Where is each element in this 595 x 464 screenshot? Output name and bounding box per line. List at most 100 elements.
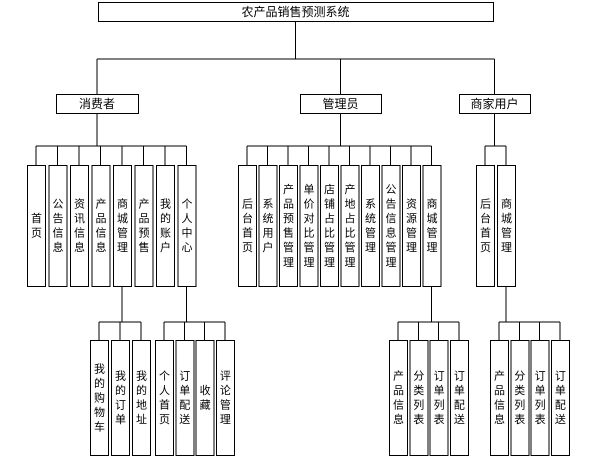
leaf-node-consumer-3-box	[91, 165, 111, 287]
sub-node-consumer-1-2: 收藏	[195, 340, 215, 456]
sub-node-merchant-0-0-label: 产品信息	[494, 369, 505, 427]
sub-node-consumer-1-3-label: 评论管理	[220, 370, 231, 427]
leaf-node-consumer-4-label: 商城管理	[117, 197, 128, 255]
diagram-nodes: 农产品销售预测系统消费者首页公告信息资讯信息产品信息商城管理产品预售我的账户个人…	[27, 2, 570, 456]
leaf-node-consumer-2-label: 资讯信息	[74, 198, 85, 255]
leaf-node-admin-7-label: 公告信息管理	[386, 183, 397, 269]
sub-node-consumer-0-0: 我的购物车	[90, 340, 109, 456]
leaf-node-consumer-6: 我的账户	[156, 165, 175, 287]
sub-node-admin-0-0-box	[389, 340, 408, 456]
leaf-node-consumer-3: 产品信息	[91, 165, 111, 287]
sub-node-consumer-0-2-label: 我的地址	[136, 370, 147, 427]
diagram-title-node-label: 农产品销售预测系统	[241, 4, 349, 19]
sub-node-merchant-0-3-label: 订单配送	[555, 370, 566, 427]
sub-node-consumer-1-1-box	[175, 340, 195, 456]
sub-node-admin-0-0: 产品信息	[389, 340, 408, 456]
leaf-node-merchant-0-box	[476, 165, 495, 287]
sub-node-consumer-0-2: 我的地址	[132, 340, 151, 456]
leaf-node-admin-7: 公告信息管理	[381, 165, 401, 287]
sub-node-consumer-0-1-label: 我的订单	[115, 370, 126, 427]
group-node-merchant-box	[459, 94, 531, 114]
sub-node-consumer-1-0-box	[155, 340, 174, 456]
leaf-node-admin-3-label: 单价对比管理	[304, 183, 315, 269]
leaf-node-consumer-5: 产品预售	[134, 165, 154, 287]
sub-node-admin-0-3: 订单配送	[449, 340, 469, 456]
leaf-node-merchant-0: 后台首页	[476, 165, 495, 287]
leaf-node-consumer-1-label: 公告信息	[53, 198, 64, 255]
leaf-node-admin-0-label: 后台首页	[242, 198, 253, 255]
leaf-node-admin-9-box	[422, 165, 442, 287]
connector-lines	[35, 21, 561, 340]
leaf-node-consumer-7: 个人中心	[177, 165, 197, 287]
leaf-node-merchant-1: 商城管理	[497, 165, 516, 287]
leaf-node-consumer-6-label: 我的账户	[160, 198, 171, 255]
leaf-node-consumer-4: 商城管理	[113, 165, 132, 287]
leaf-node-admin-4: 店铺占比管理	[320, 165, 339, 287]
leaf-node-admin-0: 后台首页	[238, 165, 257, 287]
group-node-admin-box	[300, 94, 382, 114]
group-node-consumer: 消费者	[56, 94, 139, 114]
leaf-node-admin-0-box	[238, 165, 257, 287]
leaf-node-consumer-3-label: 产品信息	[96, 197, 107, 255]
group-node-consumer-label: 消费者	[79, 97, 115, 111]
sub-node-consumer-1-2-box	[195, 340, 215, 456]
leaf-node-consumer-0-box	[27, 165, 46, 287]
leaf-node-consumer-5-label: 产品预售	[139, 197, 150, 255]
sub-node-consumer-1-1: 订单配送	[175, 340, 195, 456]
sub-node-merchant-0-0: 产品信息	[490, 340, 509, 456]
leaf-node-admin-5: 产地占比管理	[340, 165, 360, 287]
sub-node-admin-0-2-box	[429, 340, 449, 456]
sub-node-admin-0-0-label: 产品信息	[393, 369, 404, 427]
leaf-node-consumer-7-box	[177, 165, 197, 287]
leaf-node-admin-2-box	[279, 165, 298, 287]
leaf-node-merchant-1-label: 商城管理	[501, 197, 512, 255]
sub-node-admin-0-1-label: 分类列表	[413, 370, 424, 427]
leaf-node-admin-7-box	[381, 165, 401, 287]
sub-node-consumer-0-2-box	[132, 340, 151, 456]
sub-node-consumer-0-1: 我的订单	[111, 340, 130, 456]
sub-node-consumer-1-3-box	[215, 340, 235, 456]
sub-node-consumer-0-1-box	[111, 340, 130, 456]
sub-node-merchant-0-3: 订单配送	[550, 340, 570, 456]
sub-node-merchant-0-3-box	[550, 340, 570, 456]
leaf-node-merchant-0-label: 后台首页	[480, 198, 491, 255]
sub-node-merchant-0-1: 分类列表	[510, 340, 530, 456]
leaf-node-consumer-1: 公告信息	[48, 165, 68, 287]
leaf-node-admin-4-box	[320, 165, 339, 287]
sub-node-merchant-0-1-box	[510, 340, 530, 456]
leaf-node-admin-8-box	[402, 165, 421, 287]
leaf-node-admin-8: 资源管理	[402, 165, 421, 287]
leaf-node-consumer-1-box	[48, 165, 68, 287]
leaf-node-admin-2-label: 产品预售管理	[283, 182, 294, 269]
sub-node-admin-0-3-label: 订单配送	[454, 370, 465, 427]
sub-node-merchant-0-2-box	[530, 340, 550, 456]
leaf-node-admin-3-box	[299, 165, 319, 287]
leaf-node-admin-2: 产品预售管理	[279, 165, 298, 287]
sub-node-admin-0-1: 分类列表	[409, 340, 429, 456]
leaf-node-admin-5-label: 产地占比管理	[345, 182, 356, 269]
leaf-node-consumer-7-label: 个人中心	[182, 198, 193, 255]
leaf-node-consumer-0: 首页	[27, 165, 46, 287]
sub-node-admin-0-2: 订单列表	[429, 340, 449, 456]
leaf-node-admin-9-label: 商城管理	[427, 197, 438, 255]
group-node-consumer-box	[56, 94, 139, 114]
leaf-node-admin-4-label: 店铺占比管理	[324, 182, 335, 269]
leaf-node-consumer-2: 资讯信息	[70, 165, 89, 287]
group-node-merchant: 商家用户	[459, 94, 531, 114]
sub-node-consumer-0-0-box	[90, 340, 109, 456]
leaf-node-consumer-5-box	[134, 165, 154, 287]
leaf-node-admin-1-box	[258, 165, 278, 287]
leaf-node-consumer-6-box	[156, 165, 175, 287]
leaf-node-admin-6-box	[361, 165, 380, 287]
leaf-node-admin-5-box	[340, 165, 360, 287]
group-node-admin: 管理员	[300, 94, 382, 114]
leaf-node-merchant-1-box	[497, 165, 516, 287]
sub-node-admin-0-3-box	[449, 340, 469, 456]
leaf-node-consumer-2-box	[70, 165, 89, 287]
diagram-title-node-box	[98, 2, 494, 22]
group-node-merchant-label: 商家用户	[470, 96, 518, 111]
sub-node-admin-0-1-box	[409, 340, 429, 456]
leaf-node-admin-9: 商城管理	[422, 165, 442, 287]
leaf-node-admin-3: 单价对比管理	[299, 165, 319, 287]
